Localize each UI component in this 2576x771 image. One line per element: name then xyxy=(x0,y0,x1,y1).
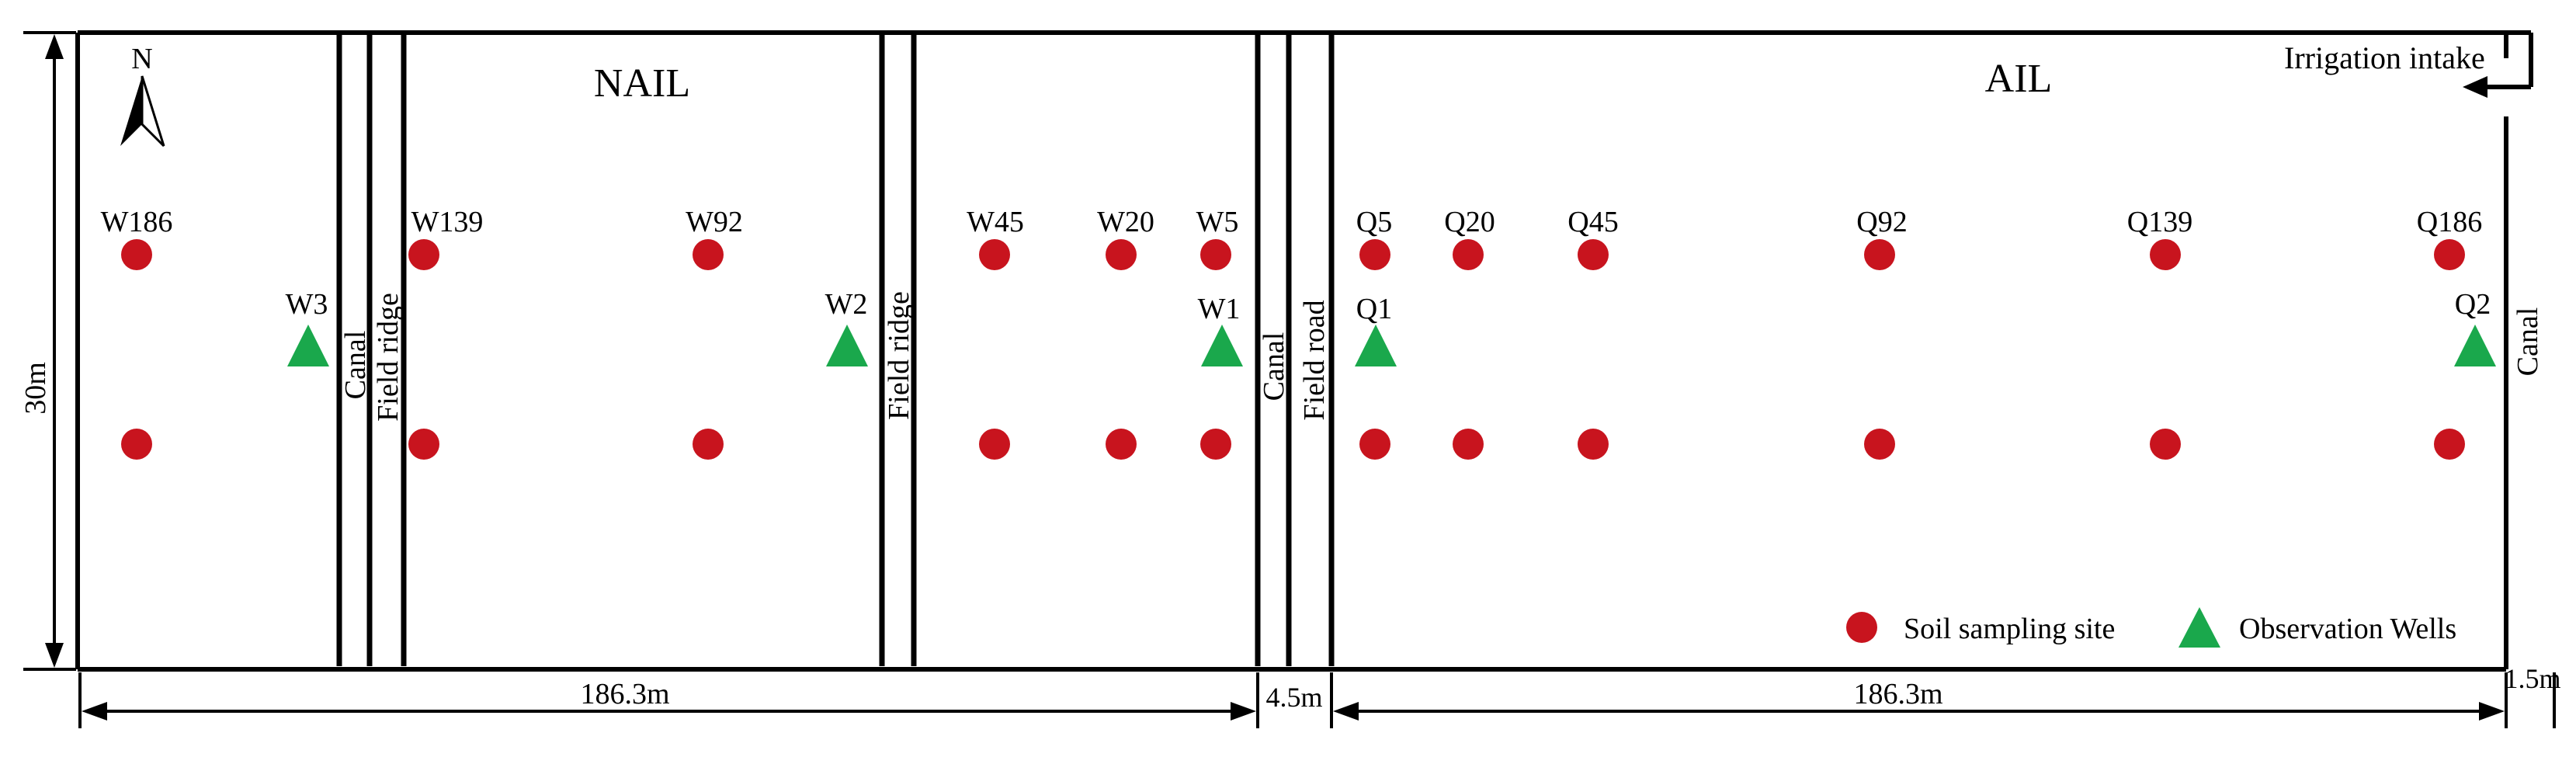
site-label: W5 xyxy=(1196,206,1239,238)
soil-sampling-site xyxy=(1453,429,1484,460)
irrigation-intake-label: Irrigation intake xyxy=(2284,40,2485,75)
soil-sampling-site xyxy=(979,239,1010,270)
canal-width-label: 1.5m xyxy=(2504,663,2560,694)
legend-site-icon xyxy=(1846,612,1877,643)
canal-label-mid: Canal xyxy=(1258,332,1290,401)
soil-sampling-site xyxy=(2150,429,2181,460)
width-dimensions xyxy=(78,672,2556,728)
soil-sampling-site xyxy=(1200,239,1231,270)
height-dimension xyxy=(23,31,76,671)
soil-sampling-site xyxy=(1106,429,1137,460)
observation-well-icon xyxy=(1355,325,1397,366)
site-label: W45 xyxy=(967,206,1024,238)
soil-sampling-site xyxy=(121,239,152,270)
site-label: Q5 xyxy=(1356,206,1392,238)
irrigation-intake-arrow-icon xyxy=(2481,30,2533,89)
soil-sampling-site xyxy=(1578,429,1609,460)
field-ridge-label-mid: Field ridge xyxy=(883,291,915,420)
soil-sampling-site xyxy=(1359,429,1390,460)
soil-sampling-site xyxy=(693,239,724,270)
site-label: W186 xyxy=(101,206,173,238)
soil-sampling-site xyxy=(1453,239,1484,270)
nail-width-label: 186.3m xyxy=(580,678,669,710)
north-label: N xyxy=(131,43,152,75)
soil-sampling-site xyxy=(408,429,439,460)
observation-well-icon xyxy=(1201,325,1243,366)
soil-sampling-site xyxy=(1578,239,1609,270)
road-width-label: 4.5m xyxy=(1265,682,1322,713)
well-label: W1 xyxy=(1198,293,1241,325)
well-label: W2 xyxy=(825,288,868,321)
strip-dividers xyxy=(336,33,1335,666)
soil-sampling-site xyxy=(1864,429,1895,460)
site-label: Q20 xyxy=(1444,206,1495,238)
observation-wells xyxy=(287,325,2496,366)
well-labels: W3 W2 W1 Q1 Q2 xyxy=(286,288,2491,325)
well-label: W3 xyxy=(286,288,328,321)
site-label: Q139 xyxy=(2127,206,2192,238)
soil-sampling-site xyxy=(121,429,152,460)
soil-sampling-site xyxy=(2150,239,2181,270)
legend-site-label: Soil sampling site xyxy=(1904,613,2115,645)
soil-sampling-site xyxy=(1200,429,1231,460)
soil-sampling-site xyxy=(693,429,724,460)
site-label: Q92 xyxy=(1856,206,1907,238)
canal-label-right: Canal xyxy=(2512,307,2544,377)
sampling-site-labels: W186 W139 W92 W45 W20 W5 Q5 Q20 Q45 Q92 … xyxy=(101,206,2483,238)
site-label: Q45 xyxy=(1567,206,1618,238)
site-label: W92 xyxy=(686,206,743,238)
legend-well-label: Observation Wells xyxy=(2239,613,2456,645)
soil-sampling-site xyxy=(1359,239,1390,270)
legend: Soil sampling site Observation Wells xyxy=(1846,607,2456,648)
north-arrow-icon xyxy=(120,75,165,148)
well-label: Q2 xyxy=(2455,288,2491,321)
ail-width-label: 186.3m xyxy=(1853,678,1942,710)
field-boundary xyxy=(75,30,2508,672)
sampling-sites xyxy=(121,239,2465,460)
observation-well-icon xyxy=(2454,325,2496,366)
soil-sampling-site xyxy=(979,429,1010,460)
canal-label-left: Canal xyxy=(339,331,372,400)
well-label: Q1 xyxy=(1356,293,1392,325)
height-label: 30m xyxy=(19,362,52,415)
observation-well-icon xyxy=(287,325,329,366)
soil-sampling-site xyxy=(1864,239,1895,270)
legend-well-icon xyxy=(2178,607,2220,648)
observation-well-icon xyxy=(826,325,868,366)
site-label: W20 xyxy=(1097,206,1154,238)
soil-sampling-site xyxy=(1106,239,1137,270)
soil-sampling-site xyxy=(2434,429,2465,460)
site-label: W139 xyxy=(411,206,484,238)
field-ridge-label-left: Field ridge xyxy=(372,293,404,422)
site-label: Q186 xyxy=(2417,206,2482,238)
region-title-ail: AIL xyxy=(1985,57,2053,101)
region-title-nail: NAIL xyxy=(594,61,690,106)
intake-arrowhead-icon xyxy=(2463,76,2487,98)
soil-sampling-site xyxy=(2434,239,2465,270)
field-road-label: Field road xyxy=(1298,300,1331,420)
soil-sampling-site xyxy=(408,239,439,270)
